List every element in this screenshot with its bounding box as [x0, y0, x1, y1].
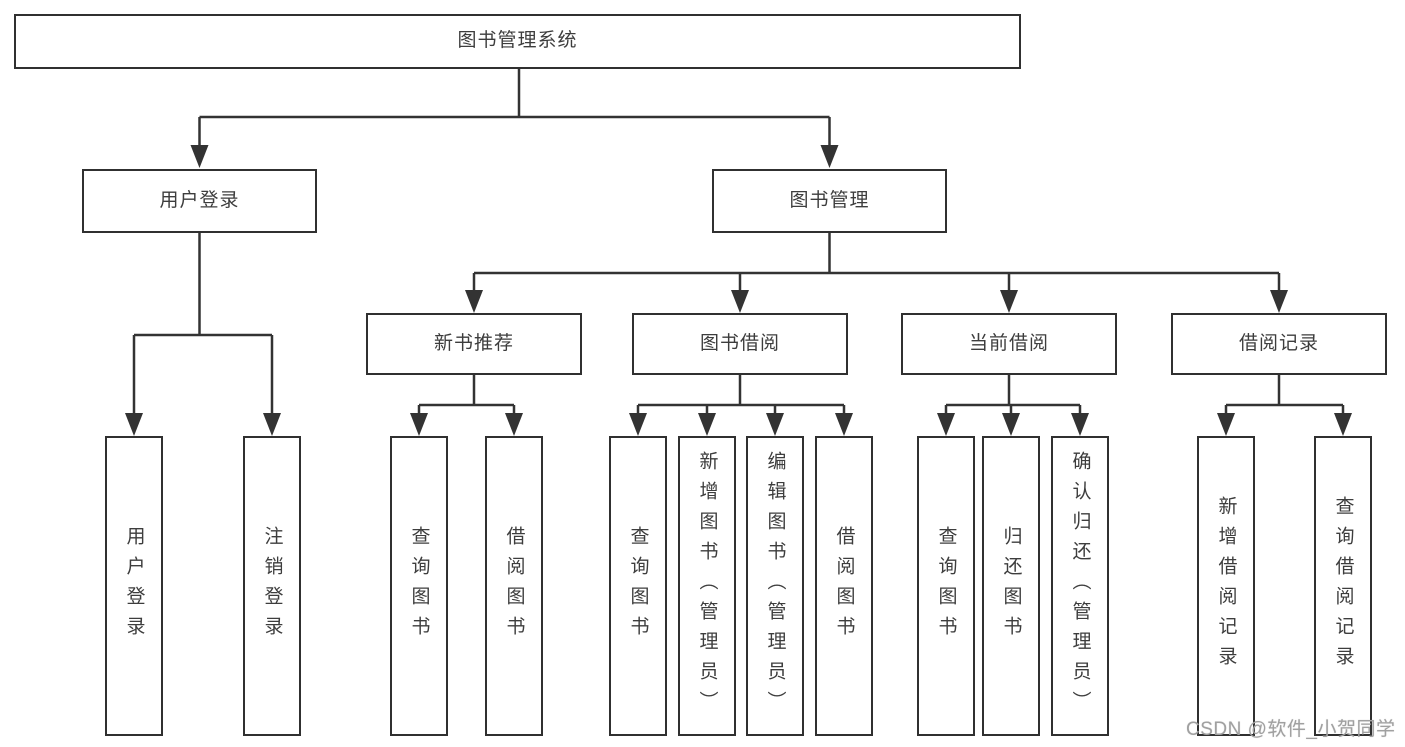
node-label: 图书借阅: [699, 332, 780, 354]
leaf-query-borrow-record: 查询借阅记录: [1314, 436, 1372, 736]
leaf-add-book-admin: 新增图书（管理员）: [678, 436, 736, 736]
connector-root-to-level2: [190, 68, 839, 168]
leaf-confirm-return-admin: 确认归还（管理员）: [1051, 436, 1109, 736]
node-label: 用户登录: [159, 189, 240, 211]
leaf-return-books: 归还图书: [982, 436, 1040, 736]
leaf-label: 借阅图书: [503, 526, 525, 646]
leaf-user-login: 用户登录: [105, 436, 163, 736]
leaf-query-books-current: 查询图书: [917, 436, 975, 736]
node-label: 图书管理系统: [457, 30, 578, 52]
watermark-text: CSDN @软件_小贺同学: [1186, 719, 1396, 740]
leaf-borrow-books: 借阅图书: [815, 436, 873, 736]
leaf-label: 查询图书: [408, 526, 430, 646]
node-label: 新书推荐: [433, 332, 514, 354]
node-book-borrow: 图书借阅: [632, 313, 848, 375]
leaf-label: 注销登录: [261, 526, 283, 646]
node-label: 借阅记录: [1238, 332, 1319, 354]
leaf-label: 用户登录: [123, 526, 145, 646]
connector-book-management-children: [465, 233, 1288, 313]
node-borrow-records: 借阅记录: [1171, 313, 1387, 375]
node-label: 图书管理: [789, 189, 870, 211]
connector-current-borrow-children: [937, 375, 1089, 436]
leaf-label: 查询图书: [935, 526, 957, 646]
leaf-label: 查询借阅记录: [1332, 496, 1354, 676]
connector-user-login-children: [125, 233, 281, 436]
leaf-label: 编辑图书（管理员）: [764, 451, 786, 721]
connector-book-borrow-children: [629, 375, 853, 436]
leaf-label: 新增借阅记录: [1215, 496, 1237, 676]
leaf-borrow-books-recommend: 借阅图书: [485, 436, 543, 736]
leaf-logout: 注销登录: [243, 436, 301, 736]
node-label: 当前借阅: [968, 332, 1049, 354]
leaf-add-borrow-record: 新增借阅记录: [1197, 436, 1255, 736]
node-system-root: 图书管理系统: [14, 14, 1021, 69]
node-current-borrow: 当前借阅: [901, 313, 1117, 375]
leaf-label: 查询图书: [627, 526, 649, 646]
node-user-login: 用户登录: [82, 169, 317, 233]
node-new-book-recommend: 新书推荐: [366, 313, 582, 375]
node-book-management: 图书管理: [712, 169, 947, 233]
leaf-label: 借阅图书: [833, 526, 855, 646]
leaf-query-books-recommend: 查询图书: [390, 436, 448, 736]
leaf-edit-book-admin: 编辑图书（管理员）: [746, 436, 804, 736]
connector-borrow-records-children: [1217, 375, 1352, 436]
leaf-label: 归还图书: [1000, 526, 1022, 646]
leaf-label: 新增图书（管理员）: [696, 451, 718, 721]
leaf-query-books-borrow: 查询图书: [609, 436, 667, 736]
connector-new-book-recommend-children: [410, 375, 523, 436]
leaf-label: 确认归还（管理员）: [1069, 451, 1091, 721]
